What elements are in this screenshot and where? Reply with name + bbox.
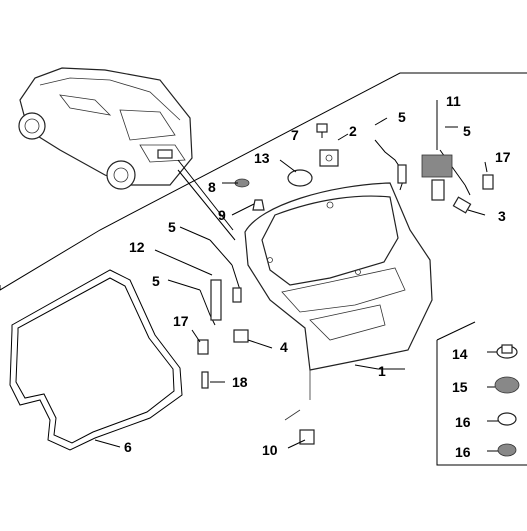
- callout-12: 12: [129, 239, 145, 255]
- hinge-bracket: [421, 100, 453, 201]
- callout-18: 18: [232, 374, 248, 390]
- pin-7: [316, 123, 328, 138]
- callout-17a: 17: [173, 313, 189, 329]
- section-dividers: [0, 72, 527, 466]
- callout-11: 11: [446, 93, 461, 109]
- connector-18: [201, 371, 209, 389]
- leader-lines: [94, 117, 498, 452]
- callout-5d: 5: [152, 273, 160, 289]
- switch-3: [452, 196, 472, 214]
- callout-10: 10: [262, 442, 278, 458]
- callout-5b: 5: [463, 123, 471, 139]
- callout-17b: 17: [495, 149, 511, 165]
- gas-strut-left-upper: [209, 239, 242, 303]
- part-16b-icon: [497, 443, 517, 457]
- callout-15: 15: [452, 379, 468, 395]
- callout-16a: 16: [455, 414, 471, 430]
- part-15-icon: [494, 376, 520, 394]
- callout-4: 4: [280, 339, 288, 355]
- part-14-icon: [496, 344, 518, 359]
- gas-strut-left-lower: [199, 279, 222, 326]
- plug-17-right: [482, 174, 494, 190]
- callout-2: 2: [349, 123, 357, 139]
- gas-strut-right-upper: [374, 139, 407, 191]
- tailgate-assembly: [244, 182, 433, 421]
- callout-16b: 16: [455, 444, 471, 460]
- weatherstrip-seal: [9, 269, 183, 451]
- clip-9: [252, 199, 265, 211]
- callout-5c: 5: [168, 219, 176, 235]
- callout-6: 6: [124, 439, 132, 455]
- part-16a-icon: [497, 412, 517, 426]
- callout-7: 7: [291, 127, 299, 143]
- callout-3: 3: [498, 208, 506, 224]
- callout-13: 13: [254, 150, 270, 166]
- vehicle-illustration: [18, 67, 236, 241]
- callout-14: 14: [452, 346, 468, 362]
- plug-17-left: [197, 339, 209, 355]
- callout-5a: 5: [398, 109, 406, 125]
- bracket-4: [233, 329, 249, 343]
- lock-2: [319, 149, 339, 167]
- callout-1: 1: [378, 363, 386, 379]
- callout-8: 8: [208, 179, 216, 195]
- callout-9: 9: [218, 207, 226, 223]
- bumper-13: [287, 169, 313, 187]
- callouts: 1 2 3 4 5 5 5 5 6 7 8 9 10 11 12 13 14 1…: [124, 93, 511, 460]
